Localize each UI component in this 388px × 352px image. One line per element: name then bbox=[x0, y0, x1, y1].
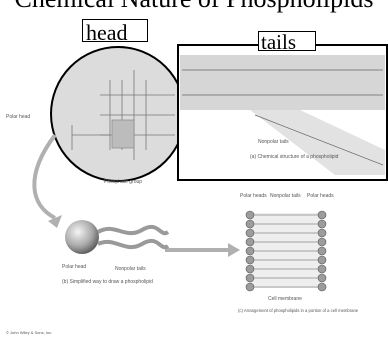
label-nonpolar-tails-c: Nonpolar tails bbox=[270, 193, 301, 199]
label-polar-heads-c2: Polar heads bbox=[307, 193, 334, 199]
right-arrow-head bbox=[228, 243, 240, 257]
caption-c: (c) Arrangement of phospholipids in a po… bbox=[238, 308, 359, 313]
phosphate-group-box bbox=[112, 120, 134, 148]
label-polar-heads-c1: Polar heads bbox=[240, 193, 267, 199]
head-highlight-circle bbox=[51, 47, 185, 181]
label-nonpolar-tails-a: Nonpolar tails bbox=[258, 139, 289, 145]
simplified-tail-lower bbox=[98, 241, 168, 247]
simplified-polar-head bbox=[65, 220, 99, 254]
caption-a: (a) Chemical structure of a phospholipid bbox=[250, 154, 339, 160]
tails-label: tails bbox=[258, 31, 316, 51]
caption-b: (b) Simplified way to draw a phospholipi… bbox=[62, 279, 153, 285]
tails-structure-panel bbox=[180, 55, 385, 110]
label-cell-membrane: Cell membrane bbox=[268, 296, 302, 302]
label-polar-head-b: Polar head bbox=[62, 264, 86, 270]
label-phosphate-group: Phosphate group bbox=[104, 179, 142, 185]
copyright-text: © John Wiley & Sons, Inc. bbox=[6, 330, 52, 335]
head-label: head bbox=[82, 19, 148, 42]
simplified-tail-upper bbox=[98, 227, 168, 233]
label-polar-head-a: Polar head bbox=[6, 114, 30, 120]
label-nonpolar-tails-b: Nonpolar tails bbox=[115, 266, 146, 272]
down-arrow bbox=[34, 135, 55, 218]
bilayer bbox=[246, 211, 326, 291]
